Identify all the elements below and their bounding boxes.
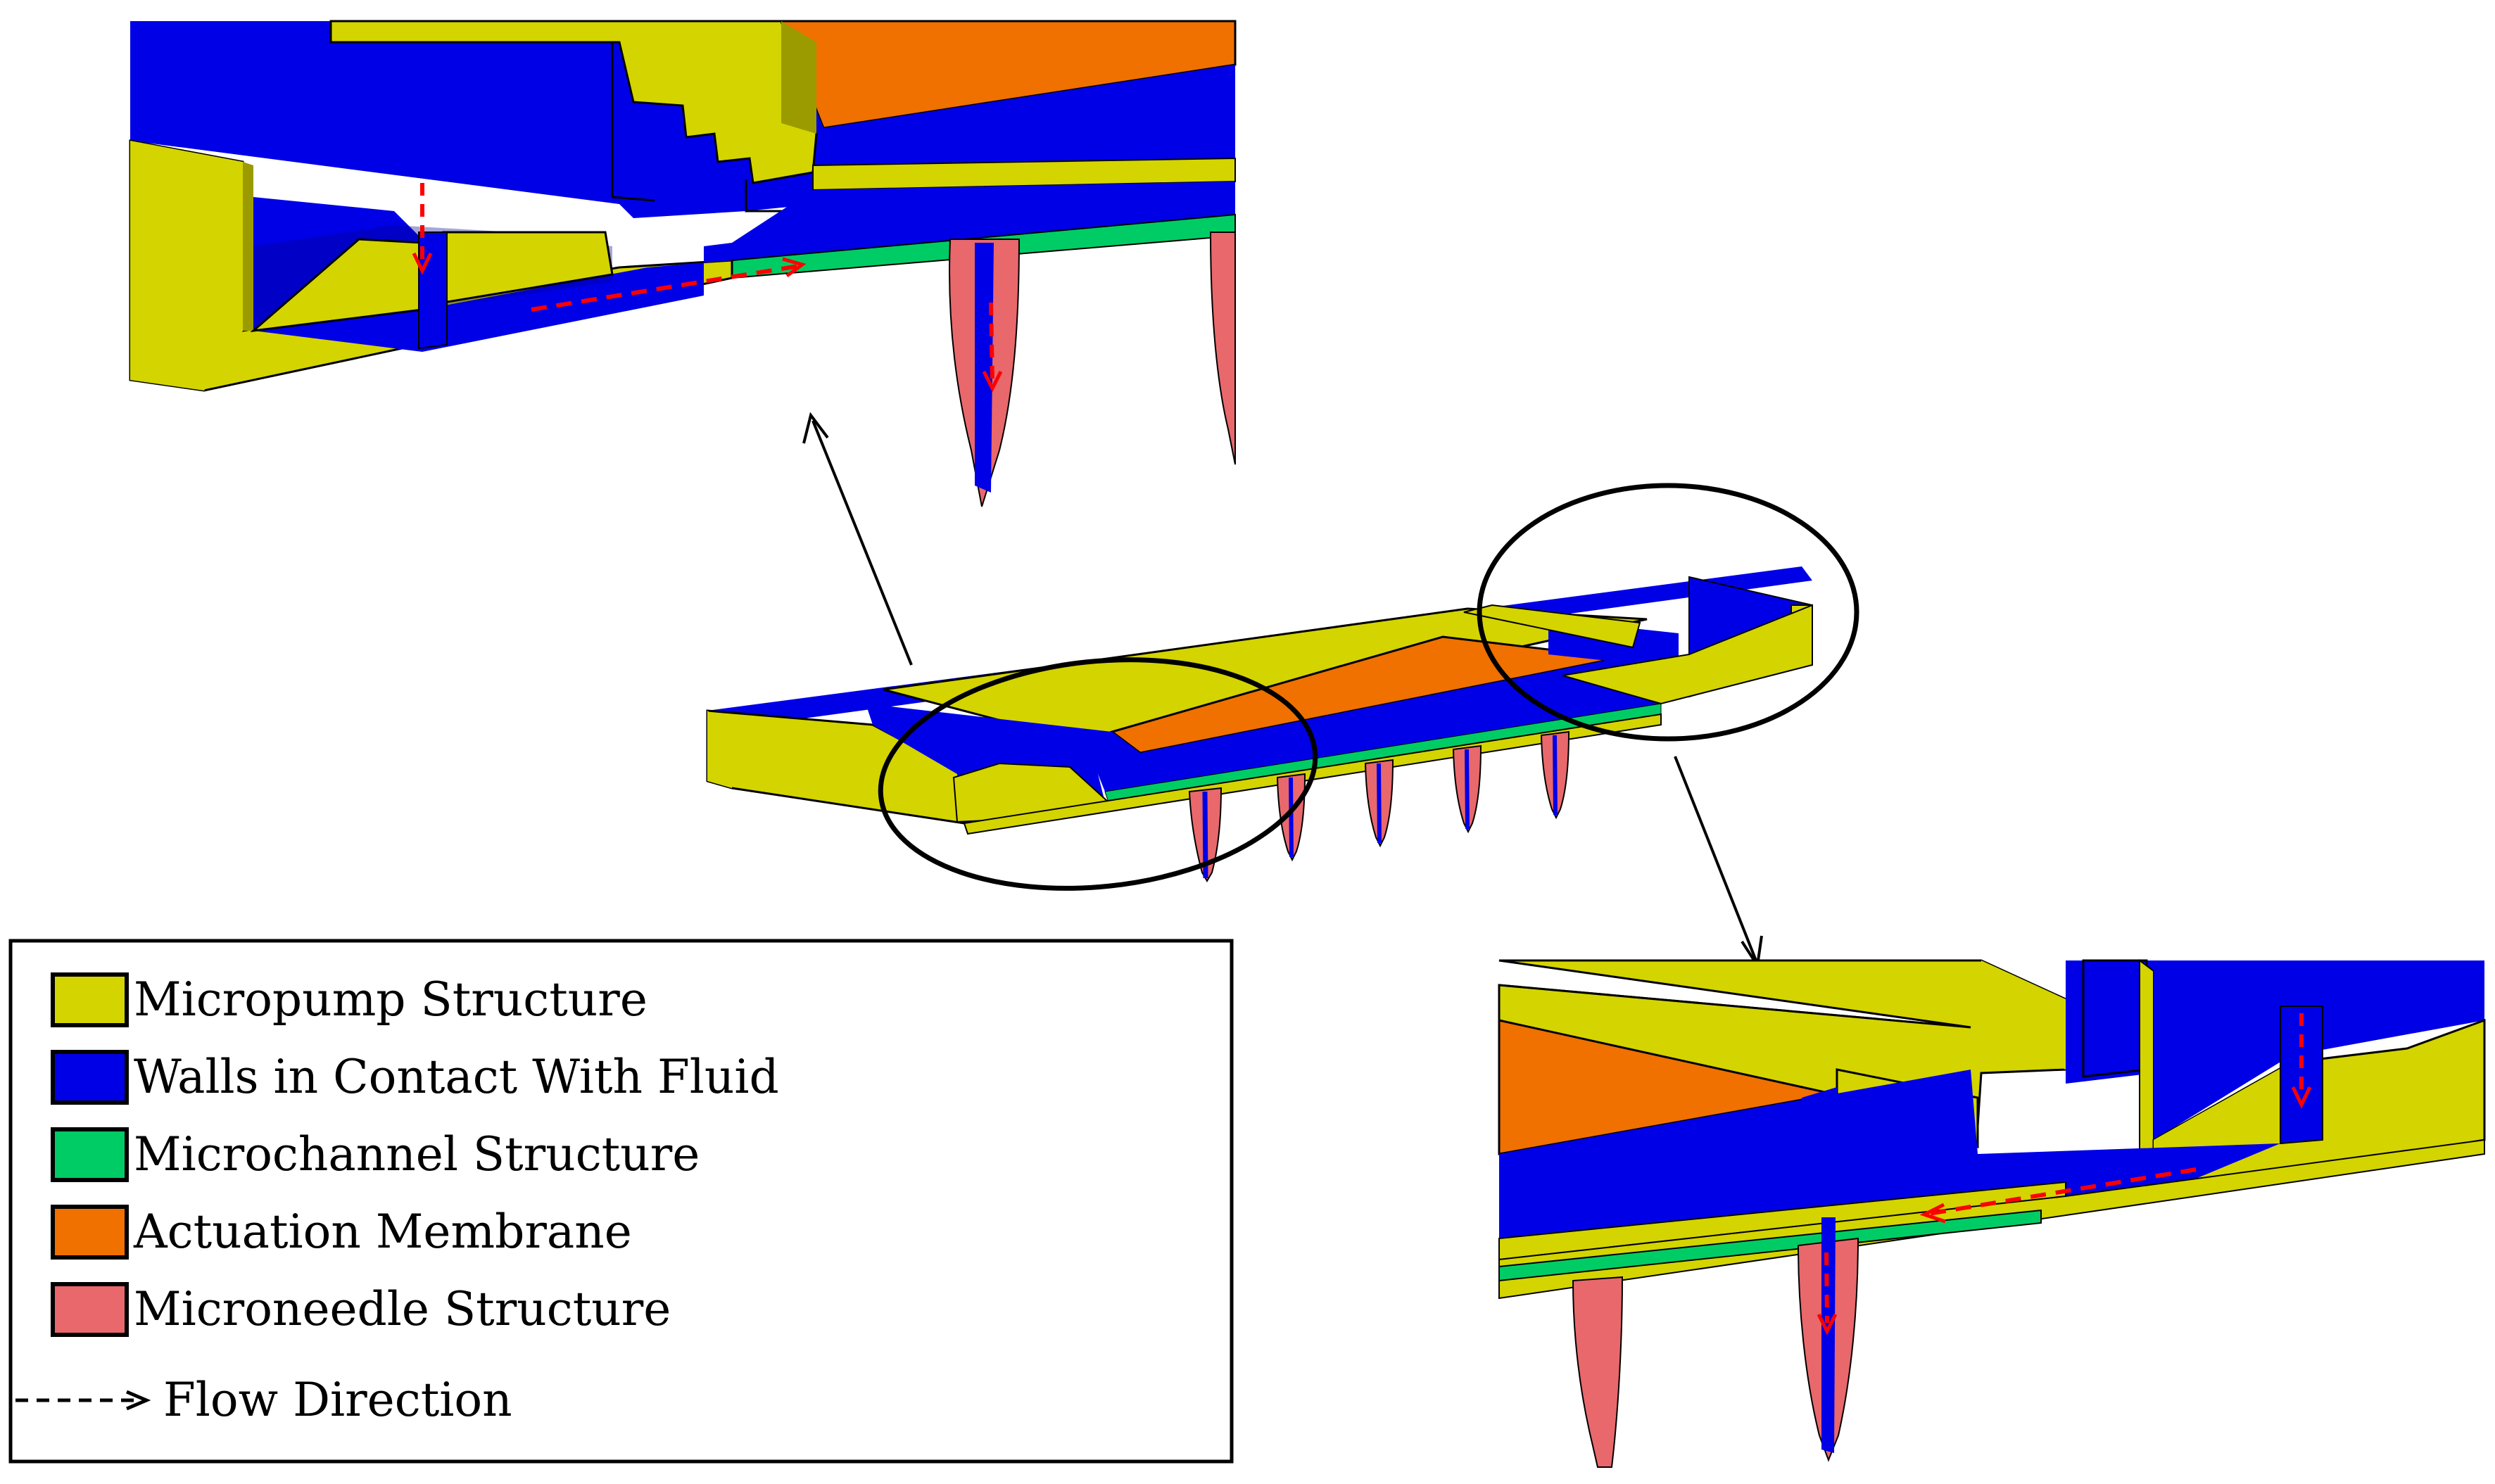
right-callout-circle [1477, 483, 1859, 742]
flow-direction-arrowhead-icon [126, 1390, 151, 1411]
legend-swatch [51, 1050, 129, 1105]
legend-swatch [51, 1282, 129, 1337]
legend-label: Microneedle Structure [134, 1282, 671, 1336]
legend-swatch [51, 1127, 129, 1182]
legend-swatch [51, 972, 129, 1027]
flow-direction-label: Flow Direction [163, 1373, 512, 1427]
center-device [706, 483, 1859, 891]
center-microneedles [1188, 730, 1570, 882]
top-left-zoom-detail [129, 20, 1237, 507]
legend-box [8, 939, 1234, 1464]
legend-label: Micropump Structure [134, 972, 648, 1027]
legend-flow-direction: Flow Direction [15, 1373, 512, 1427]
bottom-right-zoom-detail [1498, 959, 2486, 1468]
legend-label: Actuation Membrane [133, 1205, 632, 1259]
left-callout-circle [878, 657, 1318, 891]
callout-arrows [802, 412, 1763, 970]
legend-label: Microchannel Structure [134, 1127, 700, 1181]
legend-label: Walls in Contact With Fluid [134, 1050, 779, 1104]
legend-swatch [51, 1205, 129, 1260]
